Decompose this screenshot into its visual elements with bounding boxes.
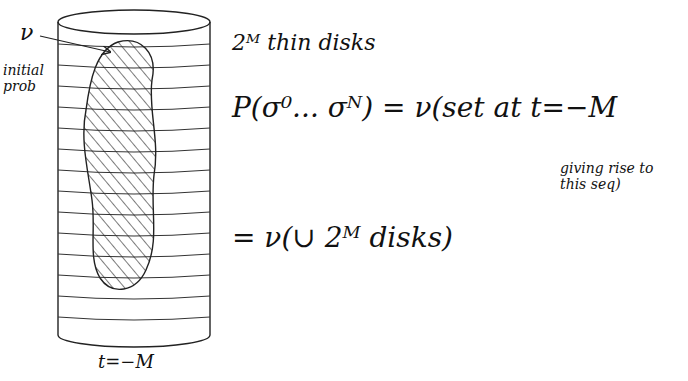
axis-label: t=−M	[98, 352, 154, 373]
equation-text: = ν(∪ 2ᴹ disks)	[232, 222, 453, 254]
note-text: initial prob	[3, 62, 55, 94]
measure-symbol: ν	[20, 20, 33, 45]
note-text: 2ᴹ thin disks	[232, 30, 375, 55]
thin-disk-line	[58, 296, 210, 299]
thin-disk-line	[58, 317, 210, 320]
note-text: giving rise to this seq)	[560, 160, 678, 192]
equation-text: P(σ⁰... σᴺ) = ν(set at t=−M	[232, 92, 617, 124]
